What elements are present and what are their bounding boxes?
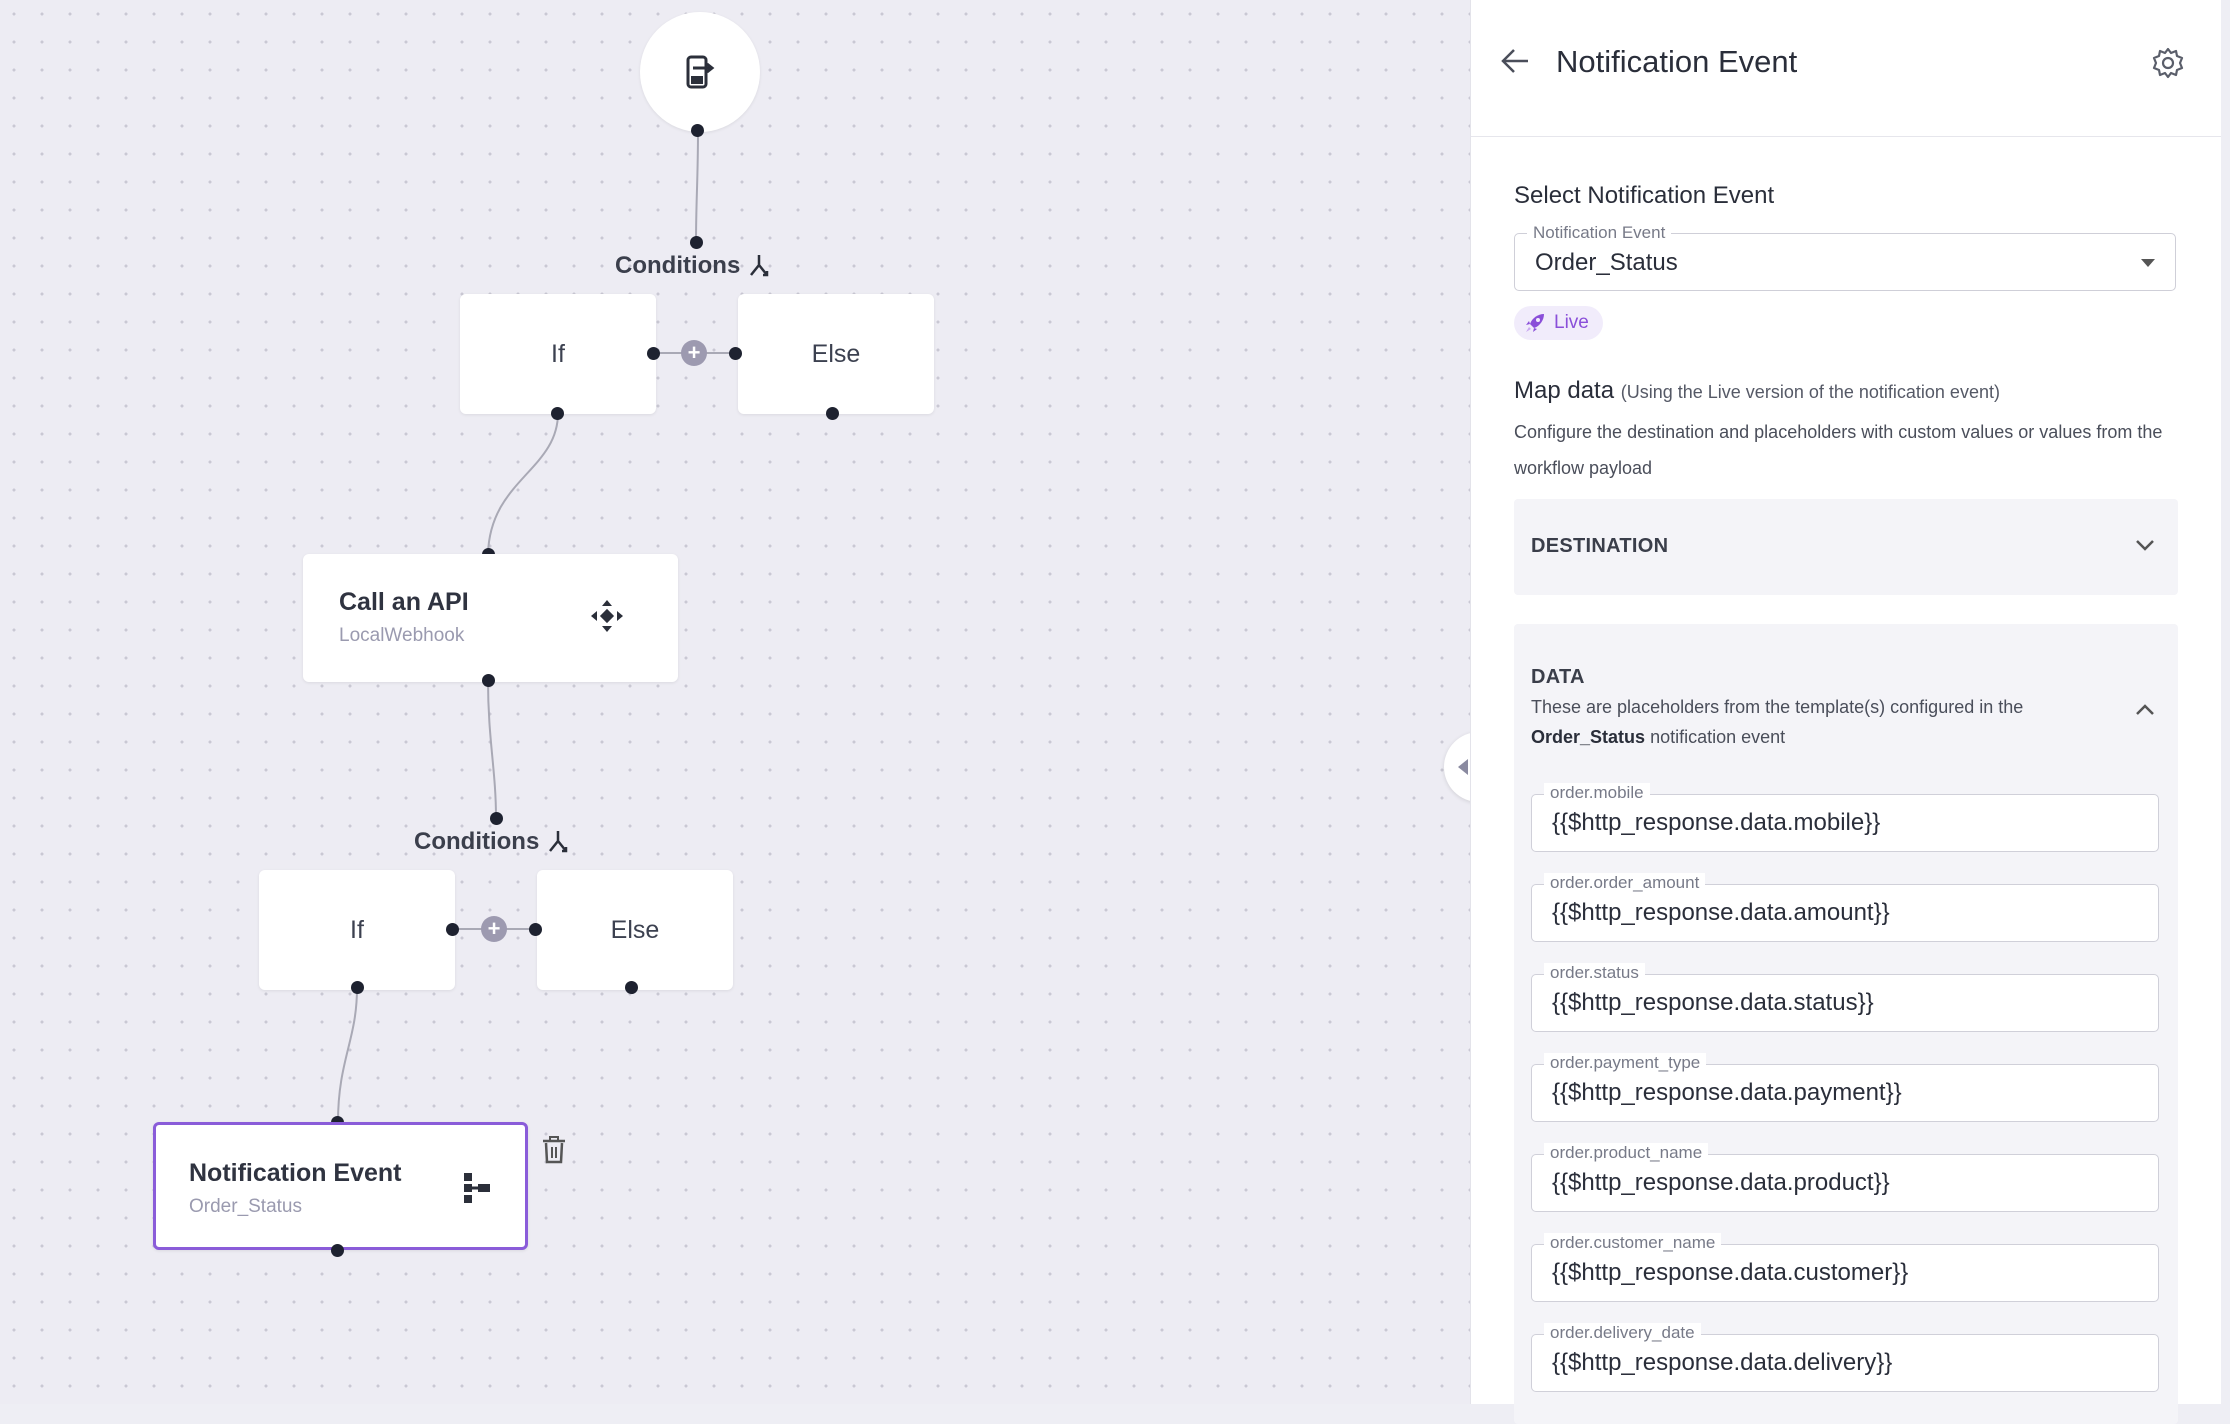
panel-header: Notification Event bbox=[1471, 0, 2221, 137]
data-desc-suffix: notification event bbox=[1650, 727, 1786, 747]
wire bbox=[487, 679, 497, 819]
conditions-label: Conditions bbox=[615, 252, 770, 280]
field-label: order.product_name bbox=[1544, 1143, 1709, 1163]
fork-icon bbox=[750, 255, 769, 277]
notification-event-title: Notification Event bbox=[189, 1159, 402, 1187]
node-port[interactable] bbox=[490, 812, 503, 825]
if-branch-node[interactable]: If bbox=[460, 294, 656, 414]
field-label: order.order_amount bbox=[1544, 873, 1706, 893]
else-branch-node[interactable]: Else bbox=[537, 870, 733, 990]
tree-icon bbox=[464, 1173, 490, 1203]
fork-icon bbox=[549, 831, 568, 853]
field-order-status[interactable]: order.status {{$http_response.data.statu… bbox=[1531, 963, 2159, 1032]
chevron-down-icon bbox=[2136, 540, 2154, 551]
node-port[interactable] bbox=[690, 236, 703, 249]
exit-icon bbox=[686, 55, 715, 89]
field-label: order.payment_type bbox=[1544, 1053, 1707, 1073]
select-event-title: Select Notification Event bbox=[1514, 182, 1775, 209]
node-port[interactable] bbox=[482, 674, 495, 687]
data-desc-event: Order_Status bbox=[1531, 727, 1646, 747]
call-api-node[interactable]: Call an API LocalWebhook bbox=[303, 554, 678, 682]
live-status-badge: Live bbox=[1514, 306, 1603, 340]
trigger-node[interactable] bbox=[640, 12, 760, 132]
plus-icon: + bbox=[487, 916, 501, 941]
node-port[interactable] bbox=[691, 124, 704, 137]
properties-panel: Notification Event Select Notification E… bbox=[1470, 0, 2221, 1424]
call-api-title: Call an API bbox=[339, 588, 469, 616]
rocket-icon bbox=[1526, 314, 1544, 332]
conditions-text: Conditions bbox=[615, 252, 741, 279]
conditions-label: Conditions bbox=[414, 828, 569, 856]
data-desc-text: These are placeholders from the template… bbox=[1531, 697, 2024, 717]
if-label: If bbox=[350, 915, 364, 944]
notification-event-node[interactable]: Notification Event Order_Status bbox=[153, 1122, 528, 1250]
map-data-description: Configure the destination and placeholde… bbox=[1514, 422, 2163, 478]
trash-icon[interactable] bbox=[540, 1135, 568, 1165]
map-data-note: (Using the Live version of the notificat… bbox=[1620, 382, 2000, 402]
if-branch-node[interactable]: If bbox=[259, 870, 455, 990]
field-order-amount[interactable]: order.order_amount {{$http_response.data… bbox=[1531, 873, 2159, 942]
node-port[interactable] bbox=[647, 347, 660, 360]
node-port[interactable] bbox=[729, 347, 742, 360]
field-label: order.status bbox=[1544, 963, 1645, 983]
panel-title: Notification Event bbox=[1556, 44, 1798, 79]
node-port[interactable] bbox=[351, 981, 364, 994]
gear-icon[interactable] bbox=[2151, 46, 2185, 80]
wire bbox=[487, 412, 559, 555]
node-port[interactable] bbox=[529, 923, 542, 936]
field-order-product-name[interactable]: order.product_name {{$http_response.data… bbox=[1531, 1143, 2159, 1212]
wire bbox=[695, 129, 699, 244]
add-branch-button[interactable]: + bbox=[481, 916, 507, 942]
data-accordion[interactable]: DATA These are placeholders from the tem… bbox=[1514, 624, 2178, 1424]
field-value: {{$http_response.data.delivery}} bbox=[1552, 1349, 1893, 1376]
node-port[interactable] bbox=[625, 981, 638, 994]
data-description: These are placeholders from the template… bbox=[1531, 692, 2121, 752]
node-port[interactable] bbox=[826, 407, 839, 420]
field-value: {{$http_response.data.customer}} bbox=[1552, 1259, 1909, 1286]
chevron-down-icon bbox=[2141, 259, 2155, 267]
field-value: {{$http_response.data.mobile}} bbox=[1552, 809, 1881, 836]
conditions-text: Conditions bbox=[414, 828, 540, 855]
live-badge-text: Live bbox=[1554, 312, 1589, 333]
field-order-mobile[interactable]: order.mobile {{$http_response.data.mobil… bbox=[1531, 783, 2159, 852]
field-value: {{$http_response.data.status}} bbox=[1552, 989, 1874, 1016]
chevron-up-icon bbox=[2136, 704, 2154, 715]
else-label: Else bbox=[610, 915, 660, 944]
field-value: {{$http_response.data.payment}} bbox=[1552, 1079, 1902, 1106]
notification-event-select[interactable]: Notification Event Order_Status bbox=[1514, 223, 2176, 291]
notification-event-subtitle: Order_Status bbox=[189, 1196, 302, 1217]
api-icon bbox=[591, 600, 623, 632]
field-order-customer-name[interactable]: order.customer_name {{$http_response.dat… bbox=[1531, 1233, 2159, 1302]
back-arrow-icon[interactable] bbox=[1499, 46, 1531, 76]
node-port[interactable] bbox=[446, 923, 459, 936]
field-value: {{$http_response.data.product}} bbox=[1552, 1169, 1890, 1196]
select-value: Order_Status bbox=[1535, 249, 1678, 276]
if-label: If bbox=[551, 339, 565, 368]
plus-icon: + bbox=[687, 340, 701, 365]
field-order-delivery-date[interactable]: order.delivery_date {{$http_response.dat… bbox=[1531, 1323, 2159, 1392]
node-port[interactable] bbox=[551, 407, 564, 420]
map-data-heading: Map data bbox=[1514, 377, 1615, 404]
field-label: order.mobile bbox=[1544, 783, 1650, 803]
field-value: {{$http_response.data.amount}} bbox=[1552, 899, 1890, 926]
field-label: order.customer_name bbox=[1544, 1233, 1722, 1253]
wire bbox=[337, 987, 358, 1123]
node-port[interactable] bbox=[331, 1244, 344, 1257]
field-label: order.delivery_date bbox=[1544, 1323, 1701, 1343]
call-api-subtitle: LocalWebhook bbox=[339, 625, 465, 646]
select-label: Notification Event bbox=[1527, 223, 1672, 243]
destination-accordion[interactable]: DESTINATION bbox=[1514, 499, 2178, 595]
data-title: DATA bbox=[1531, 666, 1585, 688]
map-data-title: Map data (Using the Live version of the … bbox=[1514, 377, 2000, 405]
workflow-canvas[interactable]: Conditions If Else + Call an API LocalWe… bbox=[0, 0, 1470, 1404]
field-order-payment-type[interactable]: order.payment_type {{$http_response.data… bbox=[1531, 1053, 2159, 1122]
add-branch-button[interactable]: + bbox=[681, 340, 707, 366]
destination-title: DESTINATION bbox=[1531, 535, 1669, 557]
else-label: Else bbox=[811, 339, 861, 368]
else-branch-node[interactable]: Else bbox=[738, 294, 934, 414]
